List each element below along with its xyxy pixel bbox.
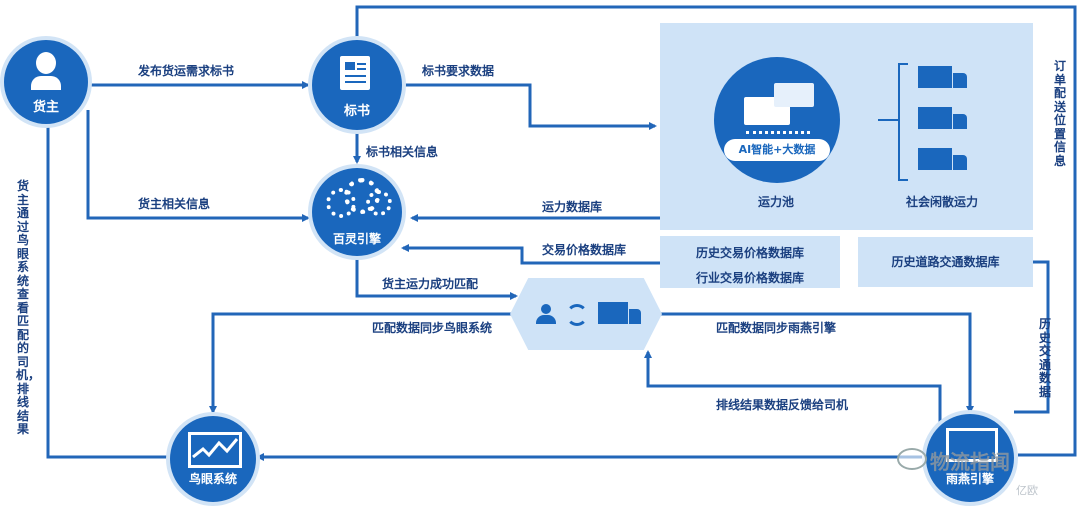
newspaper-icon	[340, 56, 370, 90]
tender-requirements-label: 标书要求数据	[422, 64, 495, 78]
road-traffic-box: 历史道路交通数据库	[858, 237, 1033, 287]
truck-wheels-icon	[746, 123, 810, 134]
edge-trade-price	[401, 244, 660, 265]
ai-circle: AI智能+大数据	[714, 57, 840, 183]
edge-shipper-info	[86, 110, 310, 222]
truck-cab-icon	[629, 309, 641, 324]
truck-cab-icon	[953, 73, 967, 88]
watermark-sub: 亿欧	[1016, 484, 1038, 497]
shipper-node: 货主	[4, 40, 88, 124]
edge-shipper-view	[44, 116, 168, 459]
capacity-pool-label: 运力池	[758, 195, 795, 209]
eagle-label: 鸟眼系统	[188, 472, 237, 486]
shipper-view-label: 货主通过鸟眼系统查看匹配的司机，排线结果	[16, 179, 41, 436]
trade-price-db-label: 交易价格数据库	[542, 243, 627, 257]
person-icon	[536, 304, 556, 324]
engine-label: 百灵引擎	[332, 232, 381, 246]
edge-sync-eagle	[209, 312, 512, 414]
person-icon	[31, 52, 61, 92]
truck-icon	[918, 66, 952, 88]
gears-icon	[326, 178, 392, 222]
bracket-left	[898, 63, 908, 181]
wechat-icon	[897, 448, 927, 470]
monitor-chart-icon	[188, 432, 242, 468]
swallow-node: 雨燕引擎	[926, 414, 1014, 502]
sync-swallow-label: 匹配数据同步雨燕引擎	[716, 321, 837, 335]
capacity-pool-panel: AI智能+大数据 运力池 社会闲散运力	[660, 23, 1033, 230]
tender-node: 标书	[312, 40, 402, 130]
tender-info-label: 标书相关信息	[366, 145, 439, 159]
edge-history-traffic	[1014, 260, 1050, 414]
eagle-node: 鸟眼系统	[170, 416, 256, 502]
shipper-info-label: 货主相关信息	[138, 197, 211, 211]
ai-bigdata-badge: AI智能+大数据	[724, 139, 830, 161]
hist-trade-price-label: 历史交易价格数据库	[695, 246, 804, 260]
truck-icon	[918, 148, 952, 170]
truck-icon	[598, 302, 628, 324]
social-capacity-label: 社会闲散运力	[906, 195, 979, 209]
shipper-label: 货主	[32, 100, 59, 115]
hist-road-traffic-label: 历史道路交通数据库	[891, 255, 1000, 269]
order-location-label: 订单配送位置信息	[1053, 59, 1066, 168]
truck-icon	[774, 83, 814, 107]
watermark-brand: 物流指闻	[930, 450, 1010, 474]
sync-eagle-label: 匹配数据同步鸟眼系统	[372, 321, 493, 335]
edge-order-location	[355, 5, 1077, 457]
publish-demand-label: 发布货运需求标书	[138, 64, 235, 78]
truck-icon	[918, 107, 952, 129]
edge-tender-requirements	[405, 83, 657, 130]
trade-price-box: 历史交易价格数据库 行业交易价格数据库	[660, 236, 840, 288]
match-hexagon	[510, 278, 662, 350]
engine-node: 百灵引擎	[312, 168, 402, 256]
monitor-icon	[946, 428, 998, 462]
truck-cab-icon	[953, 155, 967, 170]
capacity-db-label: 运力数据库	[542, 200, 603, 214]
edge-match-success	[355, 257, 518, 300]
refresh-icon	[566, 304, 588, 326]
match-success-label: 货主运力成功匹配	[382, 277, 479, 291]
feedback-label: 排线结果数据反馈给司机	[716, 398, 849, 412]
history-traffic-label: 历史交通数据	[1038, 317, 1051, 399]
edge-sync-swallow	[655, 312, 974, 414]
swallow-label: 雨燕引擎	[945, 472, 994, 486]
edge-feedback	[644, 350, 942, 430]
industry-trade-price-label: 行业交易价格数据库	[695, 271, 804, 285]
truck-cab-icon	[953, 114, 967, 129]
tender-label: 标书	[343, 104, 370, 119]
bracket-tick	[878, 119, 898, 121]
